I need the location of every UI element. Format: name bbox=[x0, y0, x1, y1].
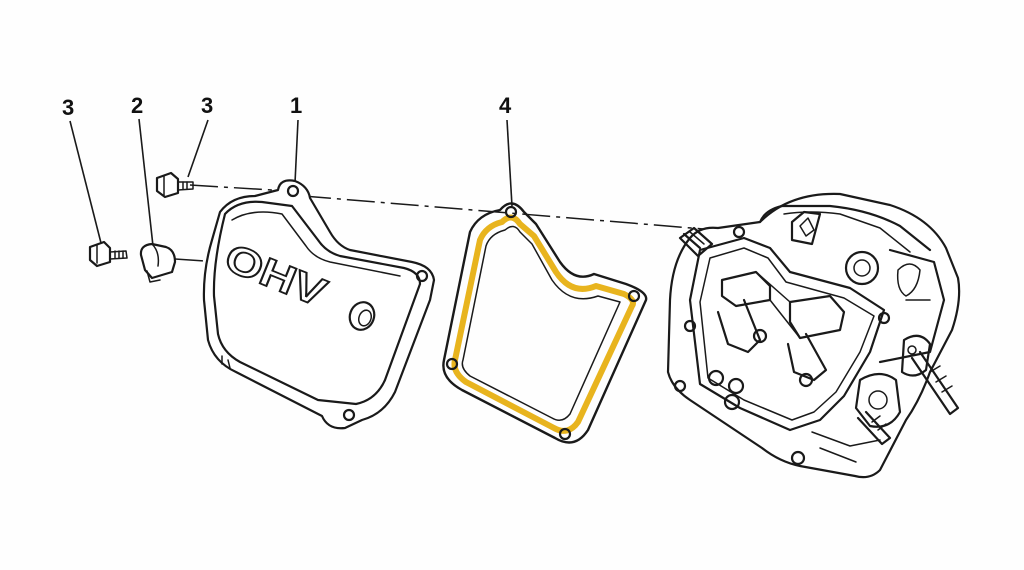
leader-lines bbox=[69, 118, 513, 247]
callout-clip: 2 bbox=[131, 93, 143, 118]
left-bolt-part bbox=[88, 240, 128, 268]
callout-top-bolt: 3 bbox=[201, 93, 213, 118]
cylinder-head-part bbox=[666, 192, 961, 479]
callout-valve-cover: 1 bbox=[290, 93, 302, 118]
callout-left-bolt: 3 bbox=[62, 95, 74, 120]
gasket-part bbox=[442, 202, 648, 444]
callout-gasket: 4 bbox=[499, 93, 512, 118]
valve-cover-part: OHV bbox=[202, 179, 436, 430]
clip-part bbox=[139, 242, 177, 283]
top-bolt-part bbox=[155, 171, 194, 199]
